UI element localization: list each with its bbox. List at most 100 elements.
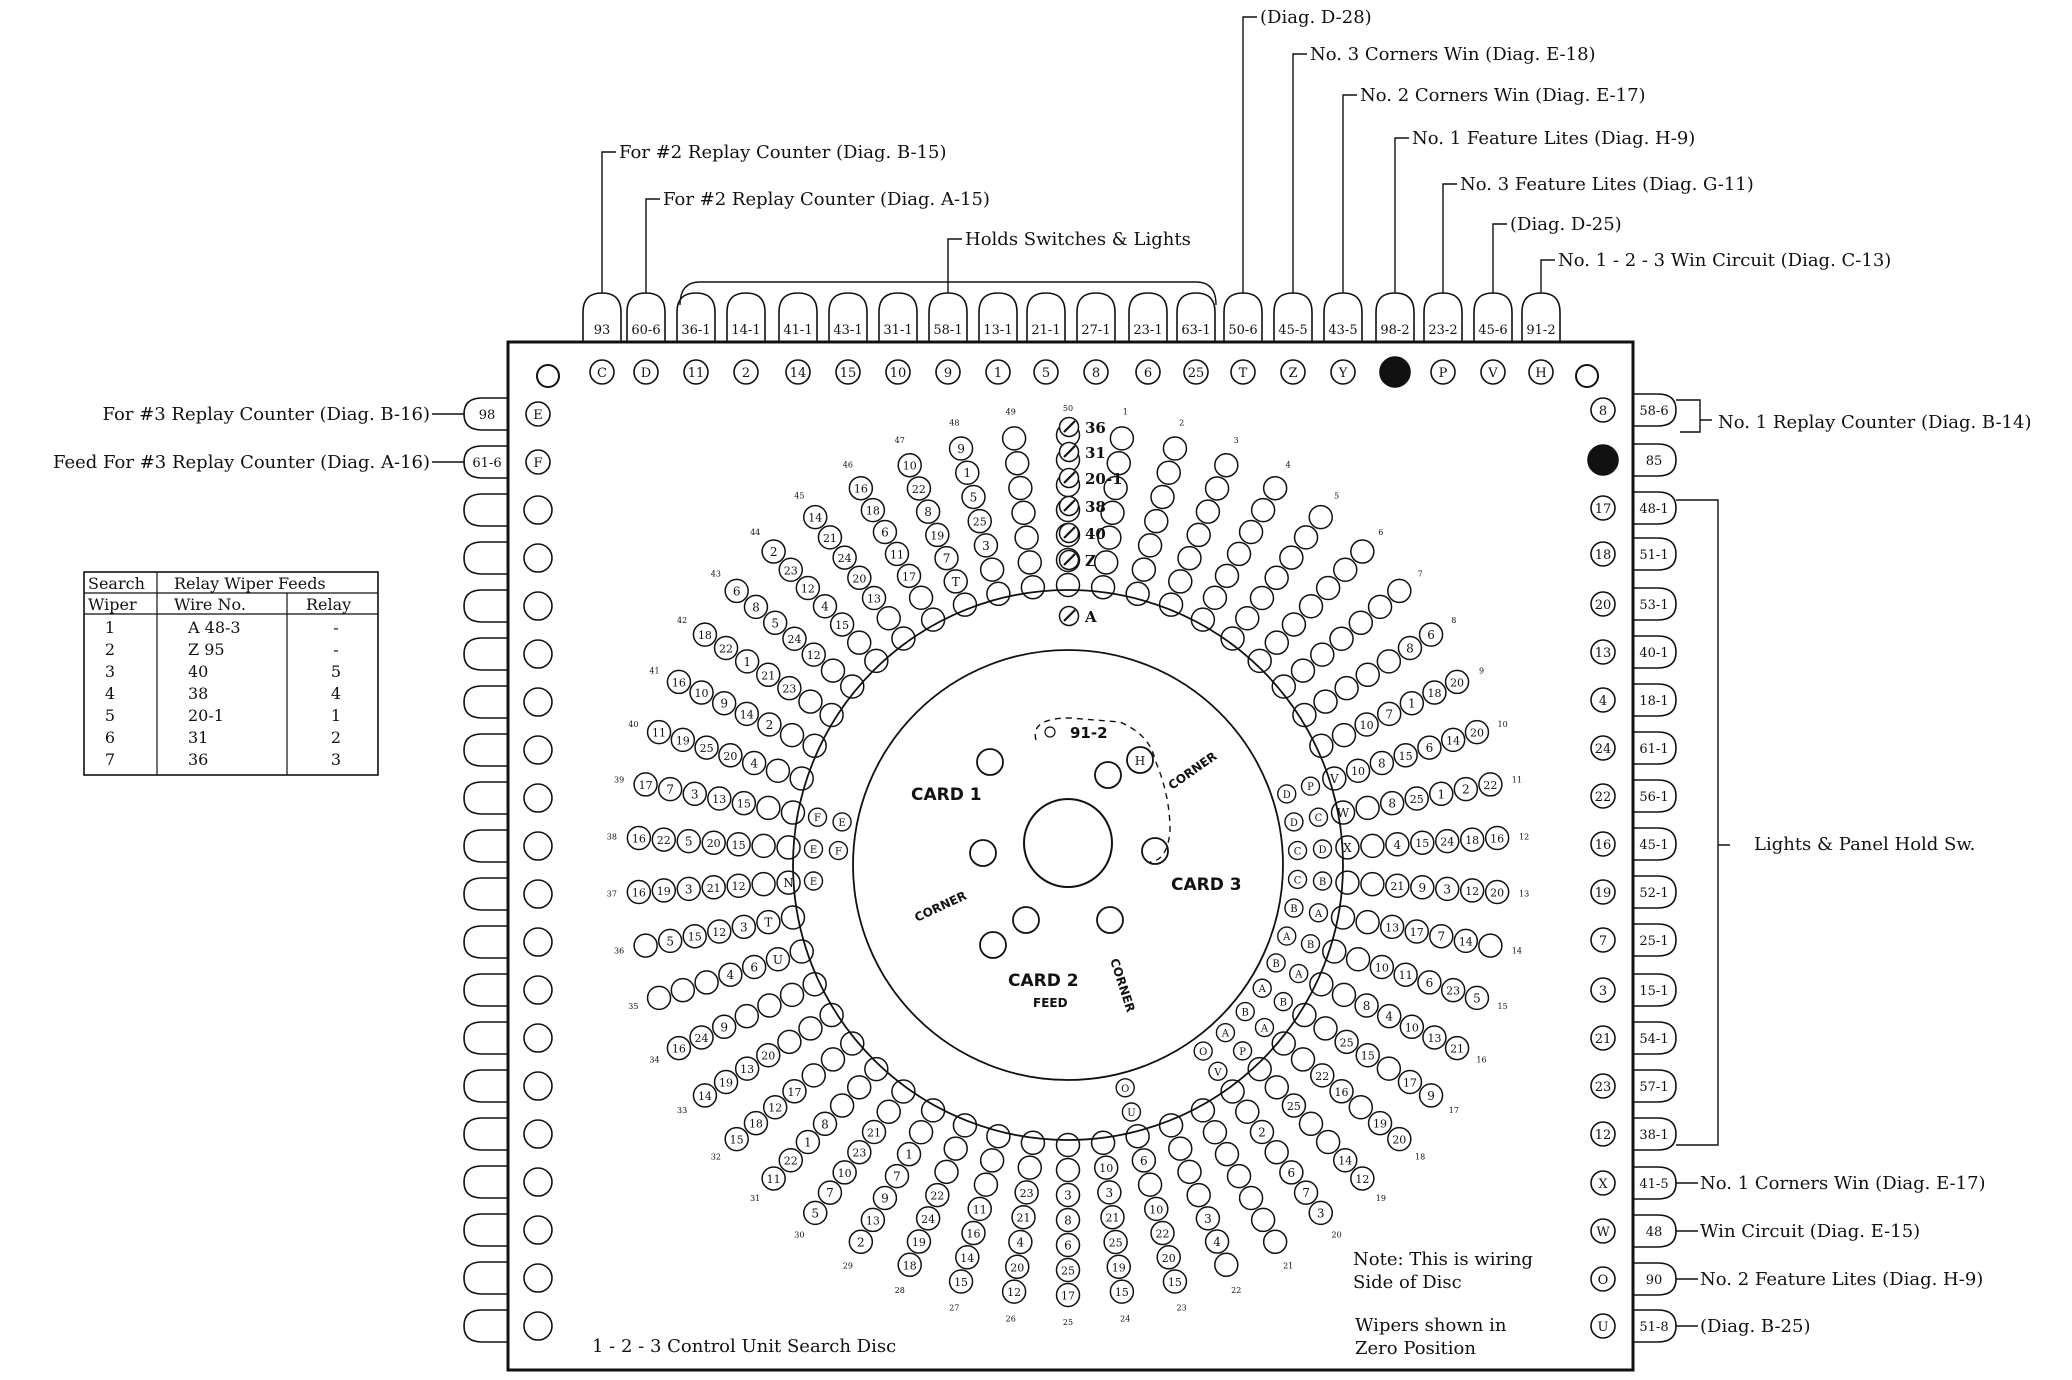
contact-hole xyxy=(1404,919,1429,944)
contact-hole xyxy=(915,499,941,524)
contact-label: 15 xyxy=(737,798,751,811)
contact-label: 16 xyxy=(672,676,686,689)
callout-leader xyxy=(1394,137,1409,293)
contact-hole xyxy=(1292,1002,1317,1028)
terminal-hole xyxy=(1590,1121,1616,1147)
position-number: 44 xyxy=(750,528,760,537)
center-hub xyxy=(1023,798,1113,888)
terminal-hole xyxy=(733,359,759,385)
contact-hole xyxy=(1300,934,1321,954)
contact-hole xyxy=(666,669,692,695)
contact-label: V xyxy=(1213,1067,1222,1078)
contact-label: 10 xyxy=(695,687,709,700)
contact-label: 17 xyxy=(639,779,653,792)
contact-label: 1 xyxy=(905,1148,913,1162)
contact-hole xyxy=(1001,426,1027,451)
contact-label: 10 xyxy=(903,460,917,473)
feed-label: FEED xyxy=(1033,996,1068,1010)
contact-label: T xyxy=(764,916,772,930)
contact-label: 9 xyxy=(1427,1089,1435,1103)
contact-hole xyxy=(1289,963,1309,984)
contact-hole xyxy=(1422,1025,1447,1050)
contact-label: 15 xyxy=(954,1276,968,1289)
terminal-hole xyxy=(523,975,553,1005)
position-number: 30 xyxy=(794,1231,804,1240)
contact-label: 4 xyxy=(1385,1010,1393,1024)
terminal-tag xyxy=(463,829,508,863)
contact-label: E xyxy=(810,877,817,888)
terminal-tag xyxy=(1633,875,1677,909)
contact-hole xyxy=(829,612,855,637)
wiper-arm xyxy=(1063,499,1076,512)
position-number: 17 xyxy=(1449,1106,1459,1115)
contact-label: 20 xyxy=(707,837,721,850)
contact-hole xyxy=(1330,905,1356,930)
contact-hole xyxy=(1004,450,1030,476)
contact-hole xyxy=(1264,565,1289,591)
terminal-tag-label: 51-8 xyxy=(1639,1320,1668,1335)
contact-hole xyxy=(751,871,776,897)
terminal-hole xyxy=(985,359,1011,385)
contact-label: 4 xyxy=(727,968,735,982)
contact-hole xyxy=(751,833,776,859)
terminal-hole xyxy=(785,359,811,385)
contact-hole xyxy=(955,460,980,485)
terminal-hole-label: 23 xyxy=(1595,1080,1612,1095)
contact-label: 5 xyxy=(1473,991,1481,1005)
terminal-hole-label: X xyxy=(1598,1177,1608,1192)
contact-label: 1 xyxy=(1408,697,1416,711)
contact-label: 8 xyxy=(1406,641,1414,655)
contact-label: 16 xyxy=(966,1228,980,1241)
contact-hole xyxy=(777,1029,802,1055)
contact-label: 19 xyxy=(657,885,671,898)
position-number: 38 xyxy=(607,832,617,841)
contact-hole xyxy=(1376,701,1402,727)
terminal-tag-label: 13-1 xyxy=(983,323,1012,338)
wiper-label: 38 xyxy=(1085,498,1106,516)
contact-hole xyxy=(1284,812,1304,832)
contact-hole xyxy=(906,1229,932,1254)
terminal-hole xyxy=(1230,359,1256,385)
position-number: 27 xyxy=(949,1304,959,1313)
contact-hole xyxy=(676,876,701,902)
contact-hole xyxy=(1484,825,1510,851)
contact-hole xyxy=(803,504,828,530)
callout-label: For #2 Replay Counter (Diag. A-15) xyxy=(663,189,990,210)
terminal-tag xyxy=(1633,731,1677,765)
contact-hole xyxy=(872,519,898,545)
position-number: 22 xyxy=(1231,1286,1241,1295)
contact-hole xyxy=(670,727,696,753)
terminal-tag-label: 48 xyxy=(1646,1225,1663,1240)
contact-label: 24 xyxy=(838,552,852,565)
contact-hole xyxy=(689,680,714,705)
terminal-tag xyxy=(878,292,918,342)
position-number: 10 xyxy=(1498,720,1508,729)
contact-hole xyxy=(1369,750,1395,776)
contact-hole xyxy=(920,1098,946,1123)
contact-hole xyxy=(1287,869,1308,890)
contact-hole xyxy=(756,662,781,688)
contact-hole xyxy=(1277,784,1297,804)
contact-label: 23 xyxy=(784,564,798,577)
table-cell: 7 xyxy=(105,750,115,769)
position-number: 4 xyxy=(1286,461,1291,470)
contact-hole xyxy=(801,1063,826,1088)
contact-hole xyxy=(780,905,806,930)
contact-hole xyxy=(861,1119,887,1145)
contact-hole xyxy=(1125,1123,1150,1149)
contact-hole xyxy=(1162,436,1188,461)
contact-hole xyxy=(1322,766,1347,791)
contact-hole xyxy=(1093,1155,1119,1180)
contact-hole xyxy=(943,569,968,594)
contact-hole xyxy=(812,593,838,619)
contact-hole xyxy=(657,928,683,954)
contact-hole xyxy=(1055,1207,1081,1233)
contact-hole xyxy=(711,690,737,716)
contact-label: 16 xyxy=(1490,833,1504,846)
contact-hole xyxy=(1309,971,1334,997)
contact-hole xyxy=(1290,1047,1316,1072)
contact-hole xyxy=(1310,642,1335,667)
terminal-tag xyxy=(1128,292,1168,342)
